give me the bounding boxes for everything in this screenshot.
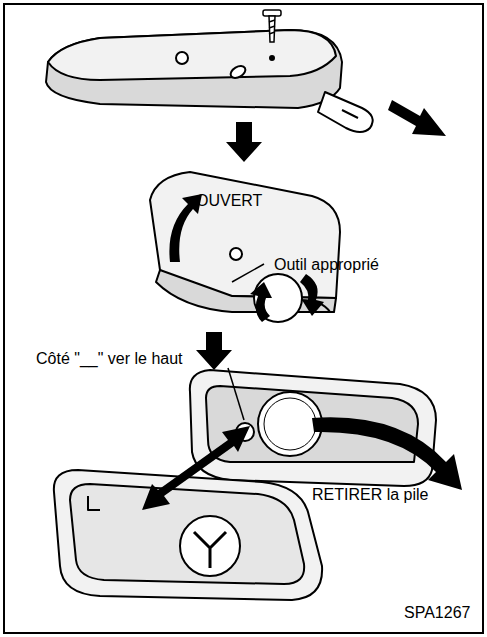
part-label: OUVERT [196, 192, 262, 210]
leader-line [232, 264, 264, 282]
key-fob-open-housing [190, 370, 436, 486]
instruction-label: RETIRER la pile [312, 486, 428, 504]
key-fob-closed [46, 30, 373, 132]
arrow [388, 100, 446, 136]
down-arrow [196, 332, 232, 370]
leader-line [228, 368, 244, 420]
part-label: Outil approprié [274, 256, 379, 274]
down-arrow [226, 122, 262, 162]
key-fob-lid [54, 470, 322, 600]
screw [263, 10, 281, 42]
motion-arrows [142, 417, 462, 510]
key-fob-opening [150, 172, 340, 322]
frame [4, 4, 483, 633]
figure-code: SPA1267 [404, 604, 470, 622]
instruction-label: Côté "__" ver le haut [36, 350, 183, 368]
